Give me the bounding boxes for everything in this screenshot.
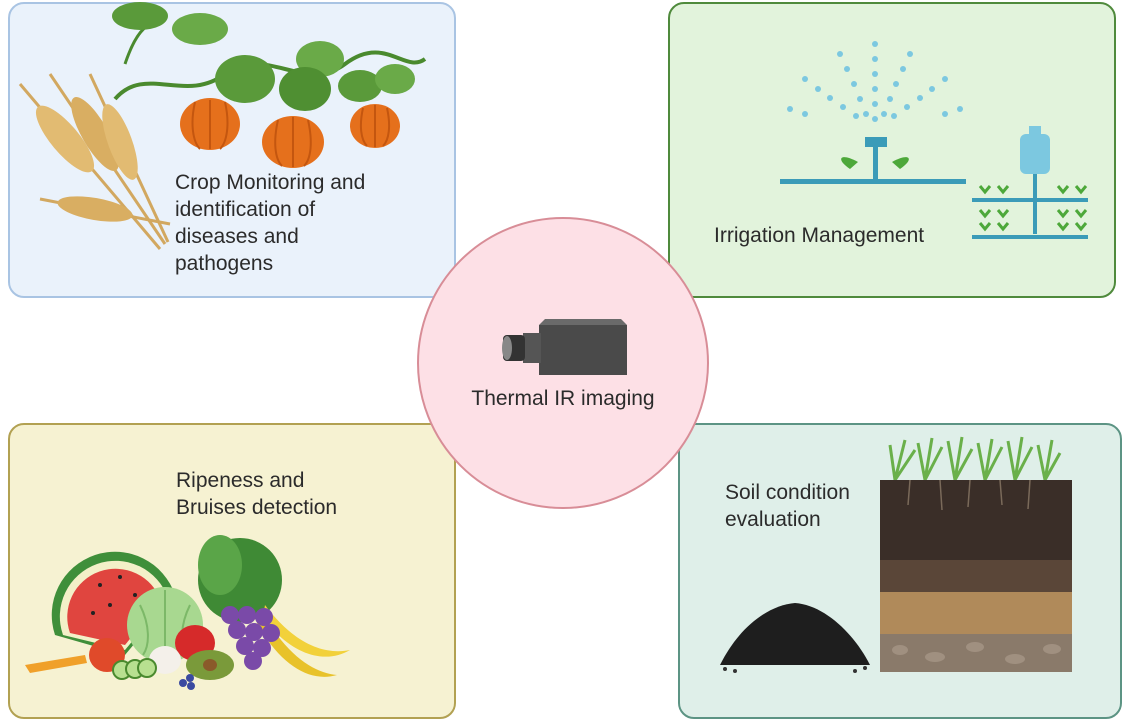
irrigation-label: Irrigation Management <box>714 224 925 247</box>
thermal-camera-icon <box>502 319 627 375</box>
irrigation-panel: Irrigation Management <box>668 2 1116 298</box>
crop-monitoring-panel: Crop Monitoring and identification of di… <box>8 2 456 298</box>
thermal-imaging-hub: Thermal IR imaging <box>417 217 709 509</box>
sprinkler-icon <box>780 41 1088 239</box>
soil-label: Soil condition evaluation <box>725 481 850 531</box>
ripeness-panel: Ripeness and Bruises detection <box>8 423 456 719</box>
crop-monitoring-label: Crop Monitoring and identification of di… <box>175 171 366 275</box>
soil-panel: Soil condition evaluation <box>678 423 1122 719</box>
ripeness-label: Ripeness and Bruises detection <box>176 469 338 519</box>
soil-pile-icon <box>720 603 870 673</box>
pumpkin-vine-icon <box>112 2 427 168</box>
soil-profile-icon <box>880 436 1072 672</box>
wheat-icon <box>18 73 171 250</box>
fruits-vegetables-icon <box>25 535 350 690</box>
thermal-imaging-label: Thermal IR imaging <box>471 387 655 410</box>
